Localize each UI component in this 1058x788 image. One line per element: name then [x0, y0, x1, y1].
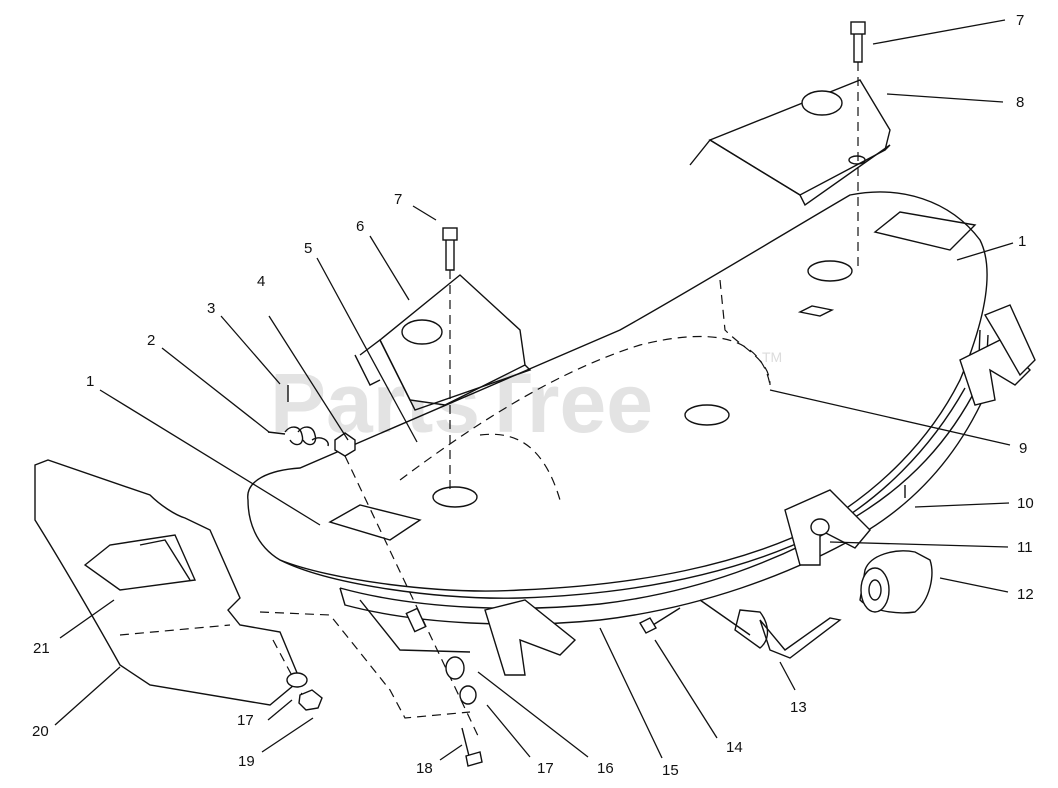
- mower-deck-housing: [247, 191, 1036, 676]
- callout-19: 19: [238, 753, 255, 770]
- bolt-7-left: [442, 227, 458, 490]
- callout-10: 10: [1017, 495, 1034, 512]
- callout-4: 4: [257, 273, 265, 290]
- torsion-spring: [267, 385, 329, 447]
- leader-lines: [54, 19, 1014, 761]
- callout-8: 8: [1016, 94, 1024, 111]
- nut-washer-19: [272, 639, 323, 711]
- callout-11: 11: [1017, 539, 1033, 556]
- callout-12: 12: [1017, 586, 1034, 603]
- callout-20: 20: [32, 723, 49, 740]
- bolt-7-right: [850, 21, 866, 272]
- callout-17-right: 17: [537, 760, 554, 777]
- right-spindle-cover: [689, 79, 891, 207]
- callout-1-right: 1: [1018, 233, 1026, 250]
- callout-1-left: 1: [86, 373, 94, 390]
- callout-16: 16: [597, 760, 614, 777]
- callout-15: 15: [662, 762, 679, 779]
- callout-7-top-right: 7: [1016, 12, 1024, 29]
- side-baffle-plate: [34, 459, 471, 719]
- left-spindle-cover: [354, 274, 532, 411]
- watermark-trademark: TM: [762, 349, 782, 365]
- callout-2: 2: [147, 332, 155, 349]
- callout-14: 14: [726, 739, 743, 756]
- hardware-stack: [334, 432, 483, 767]
- callout-13: 13: [790, 699, 807, 716]
- callout-7-left: 7: [394, 191, 402, 208]
- callout-21: 21: [33, 640, 50, 657]
- callout-5: 5: [304, 240, 312, 257]
- callout-numbers: 7 8 1 7 6 5 4 3 2 1 9 10 11 12 13 14 15 …: [32, 12, 1034, 779]
- anti-scalp-roller: [639, 485, 933, 659]
- callout-17-left: 17: [237, 712, 254, 729]
- callout-18: 18: [416, 760, 433, 777]
- callout-3: 3: [207, 300, 215, 317]
- callout-9: 9: [1019, 440, 1027, 457]
- callout-6: 6: [356, 218, 364, 235]
